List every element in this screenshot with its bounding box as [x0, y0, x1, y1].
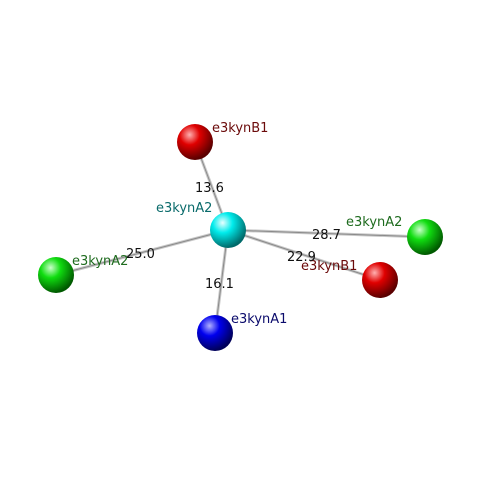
distance-label-b1-right: 22.9 [287, 250, 316, 265]
distance-label-a2-right: 28.7 [312, 228, 341, 243]
bond-shade [227, 229, 381, 281]
atom-b1-top[interactable] [177, 124, 213, 160]
distance-label-a2-left: 25.0 [126, 247, 155, 262]
atom-label-a2-left: e3kynA2 [72, 254, 128, 269]
atom-b1-right[interactable] [362, 262, 398, 298]
atom-a2-right[interactable] [407, 219, 443, 255]
distance-label-b1-top: 13.6 [195, 181, 224, 196]
atom-label-b1-right: e3kynB1 [301, 259, 357, 274]
atom-label-b1-top: e3kynB1 [212, 121, 268, 136]
atom-a2-left[interactable] [38, 257, 74, 293]
atom-label-a1-bottom: e3kynA1 [231, 312, 287, 327]
atom-a1-bottom[interactable] [197, 315, 233, 351]
bond-shade [55, 229, 229, 276]
center-label: e3kynA2 [156, 201, 212, 216]
bond-shade [227, 229, 426, 238]
atom-center[interactable] [210, 212, 246, 248]
distance-label-a1-bottom: 16.1 [205, 277, 234, 292]
atom-label-a2-right: e3kynA2 [346, 215, 402, 230]
